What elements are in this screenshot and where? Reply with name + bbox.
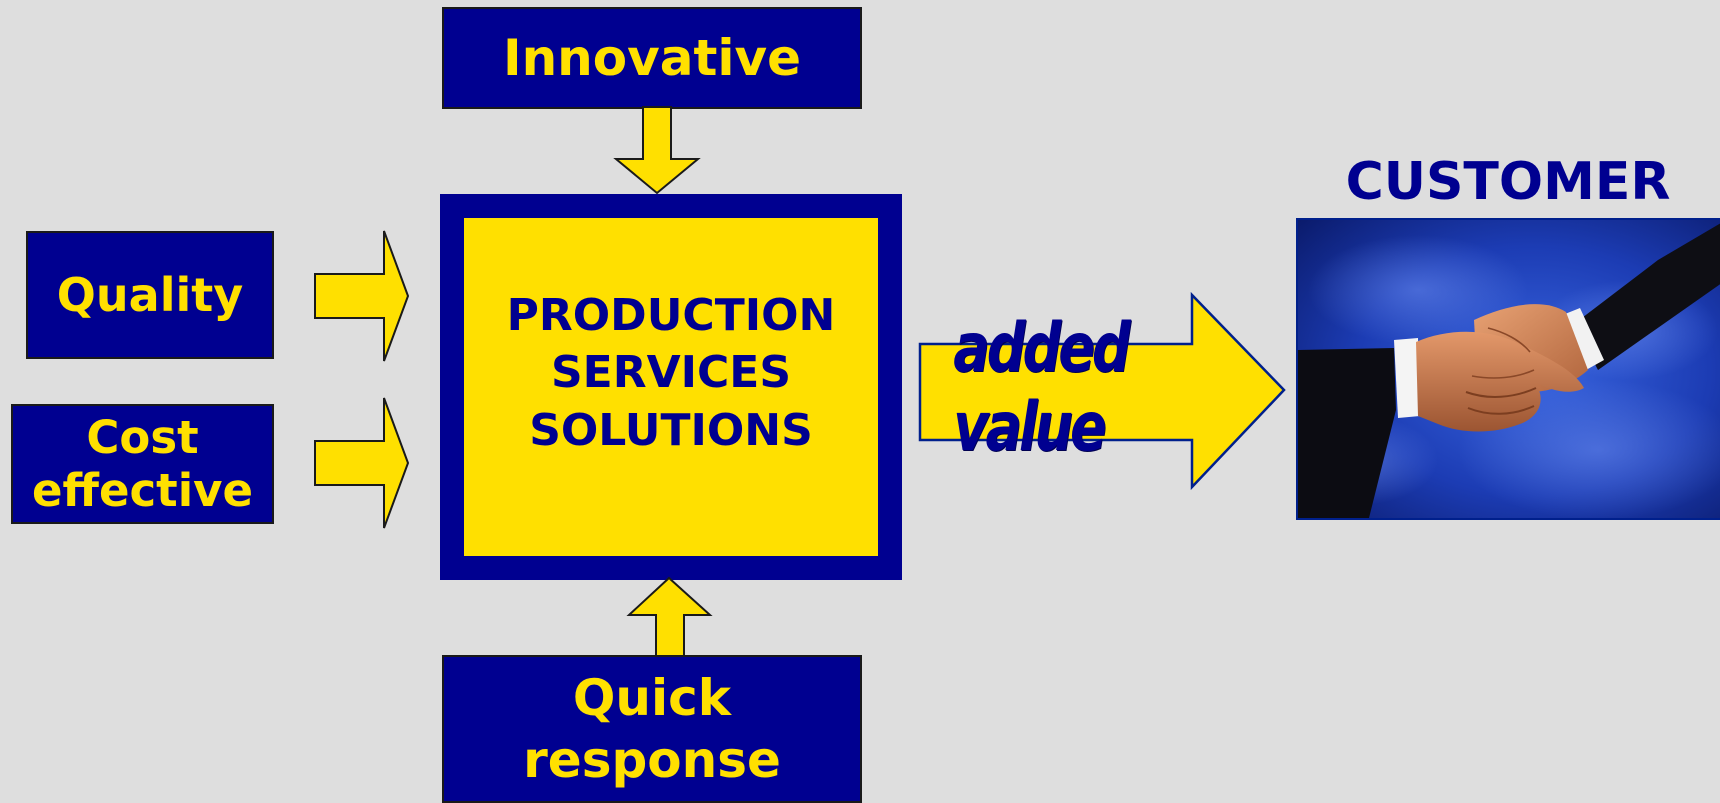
quick-response-label-line2: response <box>523 731 781 789</box>
quick-response-label-line1: Quick <box>572 668 732 727</box>
arrow-right-icon <box>314 230 410 362</box>
added-value-label: added value <box>953 309 1131 467</box>
added-value-arrow-icon <box>918 291 1286 491</box>
core-line-production: PRODUCTION <box>506 290 836 342</box>
arrow-right-icon <box>314 397 410 529</box>
production-core-box: PRODUCTION SERVICES SOLUTIONS <box>440 194 902 580</box>
cost-effective-label-line2: effective <box>32 464 253 517</box>
core-line-services: SERVICES <box>550 347 792 399</box>
customer-title: CUSTOMER <box>1345 152 1671 212</box>
cost-effective-label-line1: Cost <box>86 410 199 464</box>
cost-effective-box: Cost effective <box>11 404 274 524</box>
quality-box: Quality <box>26 231 274 359</box>
arrow-up-icon <box>626 576 713 658</box>
handshake-icon <box>1298 220 1720 518</box>
handshake-photo <box>1296 218 1720 520</box>
quality-label: Quality <box>56 267 244 322</box>
arrow-down-icon <box>613 106 701 195</box>
production-core-inner: PRODUCTION SERVICES SOLUTIONS <box>464 218 878 556</box>
innovative-label: Innovative <box>502 28 802 87</box>
core-line-solutions: SOLUTIONS <box>529 404 813 456</box>
quick-response-box: Quick response <box>442 655 862 803</box>
innovative-box: Innovative <box>442 7 862 109</box>
